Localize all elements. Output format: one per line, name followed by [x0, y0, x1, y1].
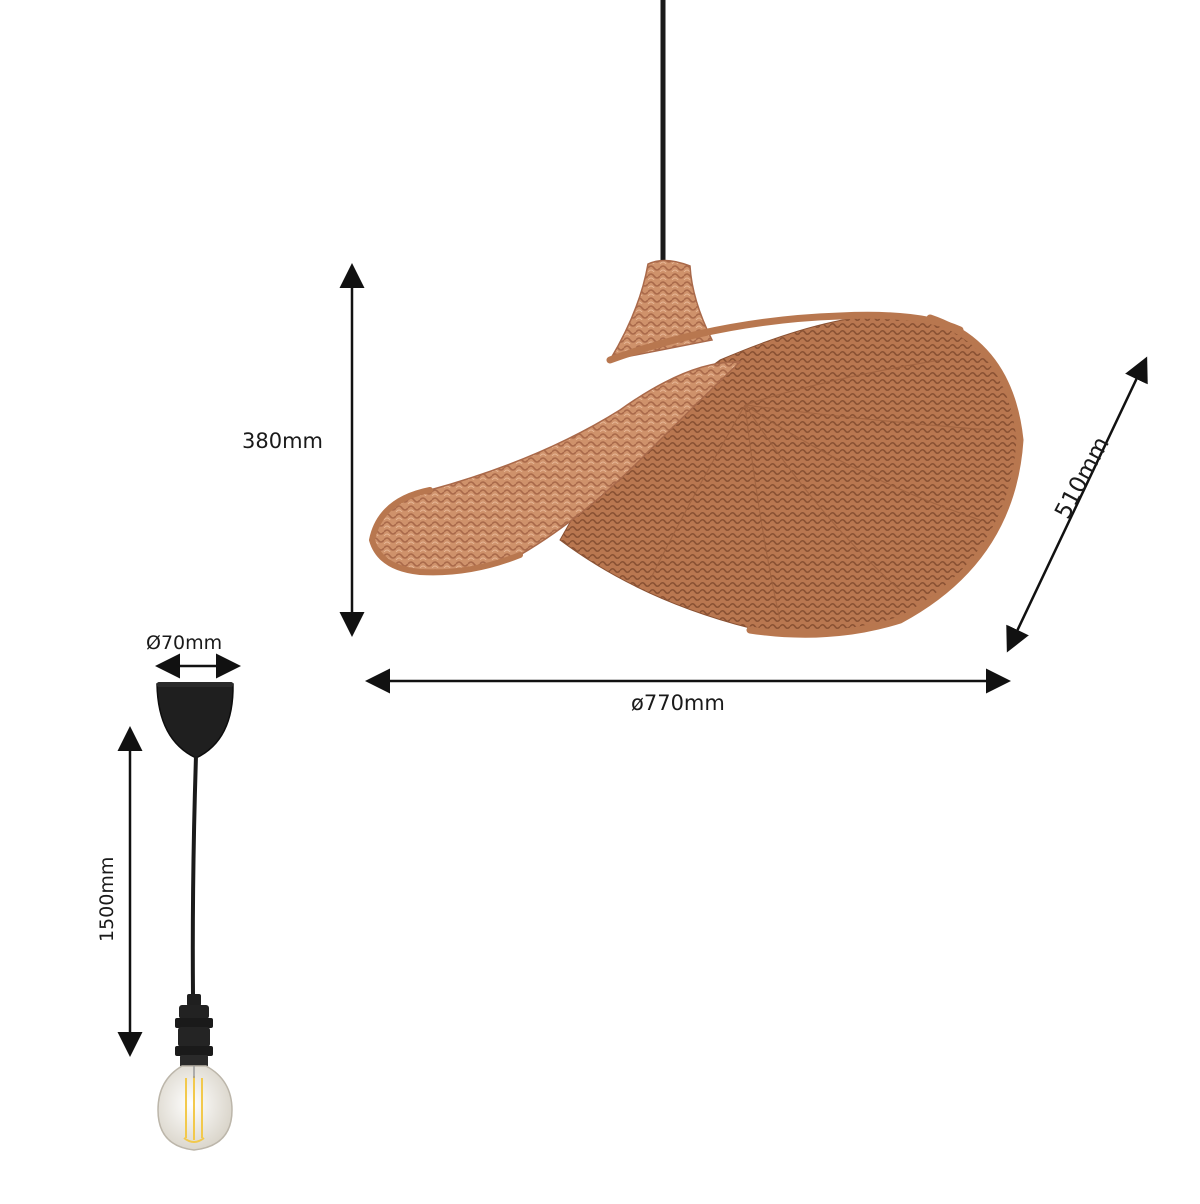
- depth-dimension-arrow: [1006, 356, 1148, 653]
- shade-rim-top: [606, 311, 964, 364]
- canopy-diameter-label: Ø70mm: [146, 632, 223, 654]
- shade-rim-right: [746, 314, 1024, 638]
- rattan-shade: [369, 259, 1024, 638]
- cable-length-label: 1500mm: [96, 856, 118, 942]
- bulb-filament: [183, 1076, 205, 1143]
- ceiling-canopy: [156, 683, 234, 759]
- filament-bulb: [157, 1065, 233, 1151]
- lamp-holder: [175, 994, 213, 1067]
- shade-rim-left: [369, 487, 523, 576]
- shade-height-label: 380mm: [242, 429, 323, 453]
- canopy-top-rim: [157, 682, 233, 687]
- suspension-cable: [190, 755, 198, 996]
- shade-weave-lines: [649, 359, 991, 621]
- shade-diameter-label: ø770mm: [631, 691, 725, 715]
